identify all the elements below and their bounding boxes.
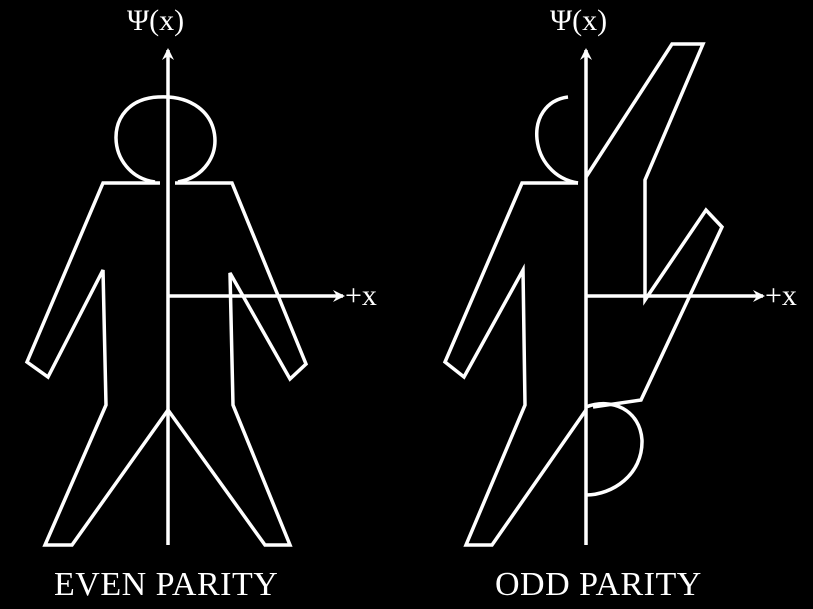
even-x-axis-label: +x — [345, 279, 377, 313]
even-parity-caption: EVEN PARITY — [54, 566, 278, 604]
odd-left-body — [445, 183, 586, 545]
odd-figure — [445, 44, 763, 545]
odd-x-axis-label: +x — [765, 279, 797, 313]
even-figure — [27, 50, 343, 545]
odd-parity-caption: ODD PARITY — [495, 566, 702, 604]
odd-head — [537, 97, 578, 183]
odd-foot — [586, 404, 642, 495]
even-y-axis-label: Ψ(x) — [127, 4, 184, 38]
even-head — [116, 97, 215, 182]
odd-right-body — [586, 44, 722, 407]
odd-y-axis-label: Ψ(x) — [550, 4, 607, 38]
